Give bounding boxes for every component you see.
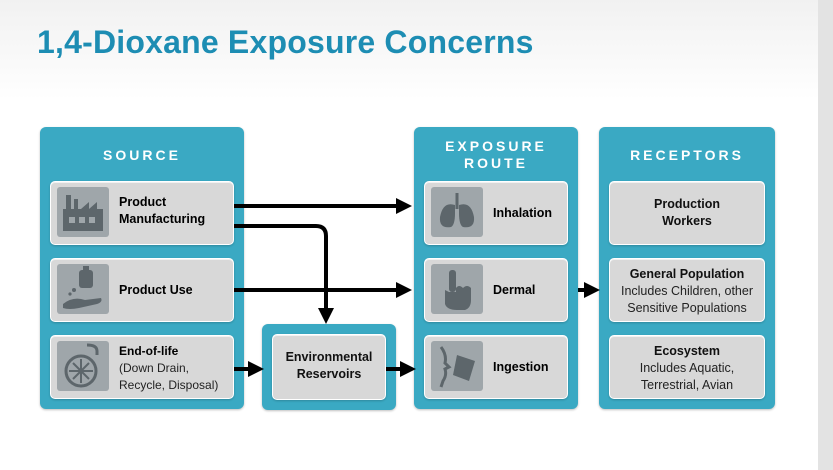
slide-title: 1,4-Dioxane Exposure Concerns (37, 24, 534, 60)
route-dermal-label: Dermal (493, 283, 536, 297)
receptor-ecosystem-label: Ecosystem (653, 344, 720, 358)
title-band (0, 0, 833, 100)
receptor-ecosystem-text: Ecosystem Includes Aquatic, Terrestrial,… (610, 343, 764, 394)
exposure-route-heading-line2: ROUTE (464, 155, 528, 171)
source-product-manufacturing-label: Product Manufacturing (119, 195, 206, 226)
receptor-ecosystem-detail: Includes Aquatic, Terrestrial, Avian (639, 361, 735, 392)
source-product-use-label: Product Use (119, 283, 193, 297)
environmental-reservoirs-card: Environmental Reservoirs (272, 334, 386, 400)
receptor-general-population: General Population Includes Children, ot… (609, 258, 765, 322)
receptor-general-population-text: General Population Includes Children, ot… (610, 266, 764, 317)
source-panel: SOURCE Product Manufacturing (40, 127, 244, 409)
route-dermal: Dermal (424, 258, 568, 322)
receptor-ecosystem: Ecosystem Includes Aquatic, Terrestrial,… (609, 335, 765, 399)
hand-spray-icon (57, 264, 109, 314)
pointing-hand-icon (431, 264, 483, 314)
source-end-of-life-label: End-of-life (Down Drain, Recycle, Dispos… (119, 343, 233, 394)
environmental-reservoirs-panel: Environmental Reservoirs (262, 324, 396, 410)
route-inhalation-label: Inhalation (493, 206, 553, 220)
route-ingestion: Ingestion (424, 335, 568, 399)
receptor-production-workers: Production Workers (609, 181, 765, 245)
drain-icon (57, 341, 109, 391)
factory-icon (57, 187, 109, 237)
receptor-general-population-detail: Includes Children, other Sensitive Popul… (620, 284, 754, 315)
receptors-panel: RECEPTORS Production Workers General Pop… (599, 127, 775, 409)
exposure-route-heading-line1: EXPOSURE (445, 138, 547, 154)
source-heading: SOURCE (103, 147, 181, 163)
receptors-heading: RECEPTORS (630, 147, 744, 163)
route-inhalation: Inhalation (424, 181, 568, 245)
end-of-life-detail: (Down Drain, Recycle, Disposal) (119, 361, 219, 392)
right-edge-strip (818, 0, 833, 470)
receptor-production-workers-label: Production Workers (654, 197, 720, 228)
receptor-general-population-label: General Population (629, 267, 745, 281)
end-of-life-title: End-of-life (119, 344, 179, 358)
drinking-face-icon (431, 341, 483, 391)
source-product-use: Product Use (50, 258, 234, 322)
route-ingestion-label: Ingestion (493, 360, 549, 374)
lungs-icon (431, 187, 483, 237)
source-product-manufacturing: Product Manufacturing (50, 181, 234, 245)
source-end-of-life: End-of-life (Down Drain, Recycle, Dispos… (50, 335, 234, 399)
environmental-reservoirs-label: Environmental Reservoirs (285, 350, 373, 381)
arrow-manufacturing-to-reservoirs (234, 224, 334, 324)
exposure-route-panel: EXPOSURE ROUTE Inhalation Dermal (414, 127, 578, 409)
